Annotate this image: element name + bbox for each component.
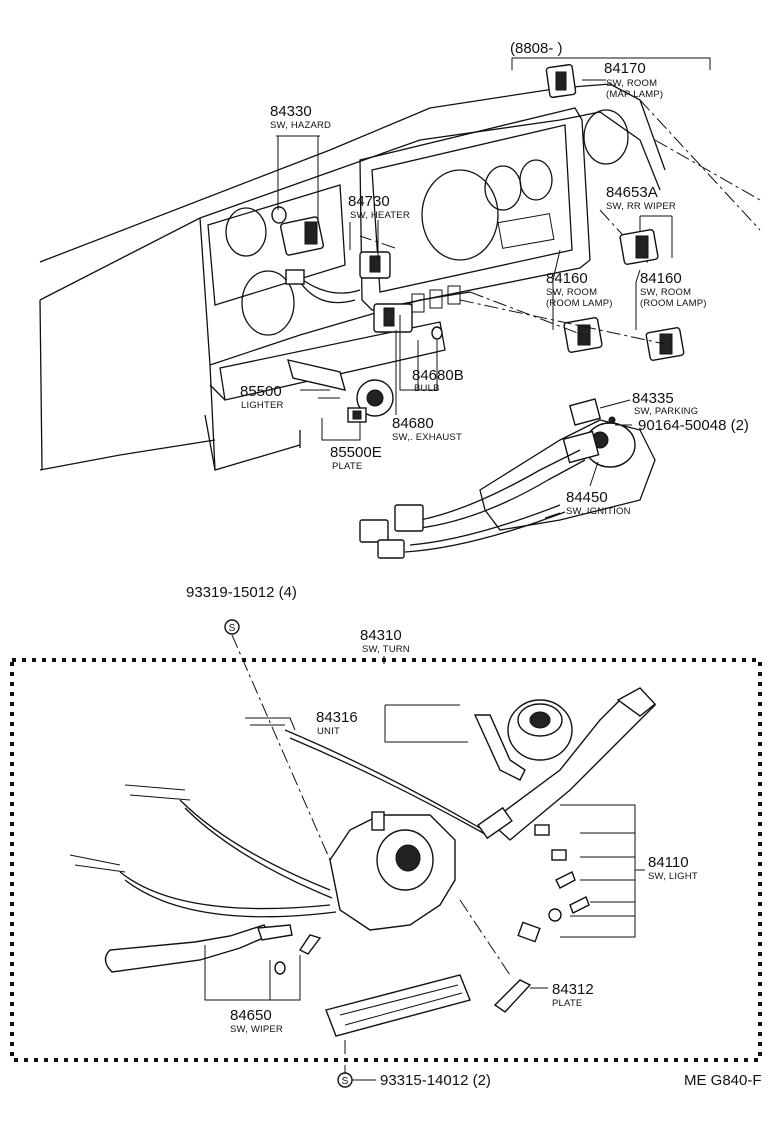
screw-leaders bbox=[231, 634, 511, 1075]
harness-wires-lower bbox=[69, 717, 486, 918]
part-number-84160-left: 84160 bbox=[546, 270, 588, 287]
switch-84170-drawing bbox=[545, 64, 577, 98]
part-desc-84160-right-line2: (ROOM LAMP) bbox=[640, 298, 707, 309]
part-desc-84310: SW, TURN bbox=[362, 644, 410, 655]
part-desc-84335: SW, PARKING bbox=[634, 406, 698, 417]
part-desc-84312: PLATE bbox=[552, 998, 582, 1009]
part-desc-84316: UNIT bbox=[317, 726, 340, 737]
part-number-84170: 84170 bbox=[604, 60, 646, 77]
part-desc-84680b: BULB bbox=[414, 383, 440, 394]
wiper-leaders bbox=[204, 945, 301, 1001]
plate-84312-drawing bbox=[493, 979, 548, 1013]
part-desc-84170-line2: (MAP LAMP) bbox=[606, 89, 663, 100]
part-desc-84450: SW, IGNITION bbox=[566, 506, 631, 517]
lighter-85500-drawing bbox=[287, 359, 394, 423]
part-number-84312: 84312 bbox=[552, 981, 594, 998]
switch-84680-drawing bbox=[373, 303, 443, 340]
part-desc-84653a: SW, RR WIPER bbox=[606, 201, 676, 212]
light-lever-drawing bbox=[477, 687, 657, 841]
date-range-label: (8808- ) bbox=[510, 40, 563, 57]
part-desc-84160-left-line2: (ROOM LAMP) bbox=[546, 298, 613, 309]
part-number-84316: 84316 bbox=[316, 709, 358, 726]
part-number-84680: 84680 bbox=[392, 415, 434, 432]
dashed-leaders bbox=[359, 235, 666, 345]
part-number-93315: 93315-14012 (2) bbox=[380, 1072, 491, 1089]
ignition-switch-drawing bbox=[359, 398, 656, 559]
part-number-93319: 93319-15012 (4) bbox=[186, 584, 297, 601]
gauges bbox=[225, 109, 629, 336]
switch-84730-drawing bbox=[285, 251, 391, 304]
part-number-84680b: 84680B bbox=[412, 367, 464, 384]
part-desc-85500e: PLATE bbox=[332, 461, 362, 472]
part-desc-84330: SW, HAZARD bbox=[270, 120, 331, 131]
part-desc-84160-left-line1: SW, ROOM bbox=[546, 287, 597, 298]
switch-84330-drawing bbox=[271, 206, 325, 256]
part-number-85500e: 85500E bbox=[330, 444, 382, 461]
part-number-84160-right: 84160 bbox=[640, 270, 682, 287]
part-number-84110: 84110 bbox=[648, 854, 689, 871]
screw-symbol-93319: S bbox=[224, 619, 240, 635]
part-desc-84680: SW,. EXHAUST bbox=[392, 432, 462, 443]
combination-switch-body bbox=[329, 811, 456, 931]
connector-block-drawing bbox=[325, 974, 471, 1037]
unit-84316-drawing bbox=[384, 699, 573, 781]
part-number-84310: 84310 bbox=[360, 627, 402, 644]
part-number-84330: 84330 bbox=[270, 103, 312, 120]
part-number-90164: 90164-50048 (2) bbox=[638, 417, 749, 434]
part-desc-84730: SW, HEATER bbox=[350, 210, 410, 221]
part-number-84650: 84650 bbox=[230, 1007, 272, 1024]
switch-84653a-drawing bbox=[619, 229, 659, 265]
part-number-84730: 84730 bbox=[348, 193, 390, 210]
figure-code: ME G840-F bbox=[684, 1072, 762, 1089]
wiper-lever-drawing bbox=[104, 924, 322, 975]
screw-symbol-text: S bbox=[342, 1076, 349, 1087]
part-desc-85500: LIGHTER bbox=[241, 400, 284, 411]
screw-symbol-93315: S bbox=[337, 1072, 353, 1088]
part-desc-84110: SW, LIGHT bbox=[648, 871, 698, 882]
part-number-84450: 84450 bbox=[566, 489, 608, 506]
turn-switch-assembly-frame bbox=[10, 656, 762, 1062]
leader-lines-upper bbox=[276, 57, 711, 519]
part-number-84653a: 84653A bbox=[606, 184, 658, 201]
part-desc-84160-right-line1: SW, ROOM bbox=[640, 287, 691, 298]
part-desc-84170-line1: SW, ROOM bbox=[606, 78, 657, 89]
light-switch-small-parts bbox=[517, 804, 645, 943]
part-number-85500: 85500 bbox=[240, 383, 282, 400]
screw-symbol-text: S bbox=[229, 623, 236, 634]
part-number-84335: 84335 bbox=[632, 390, 674, 407]
part-desc-84650: SW, WIPER bbox=[230, 1024, 283, 1035]
